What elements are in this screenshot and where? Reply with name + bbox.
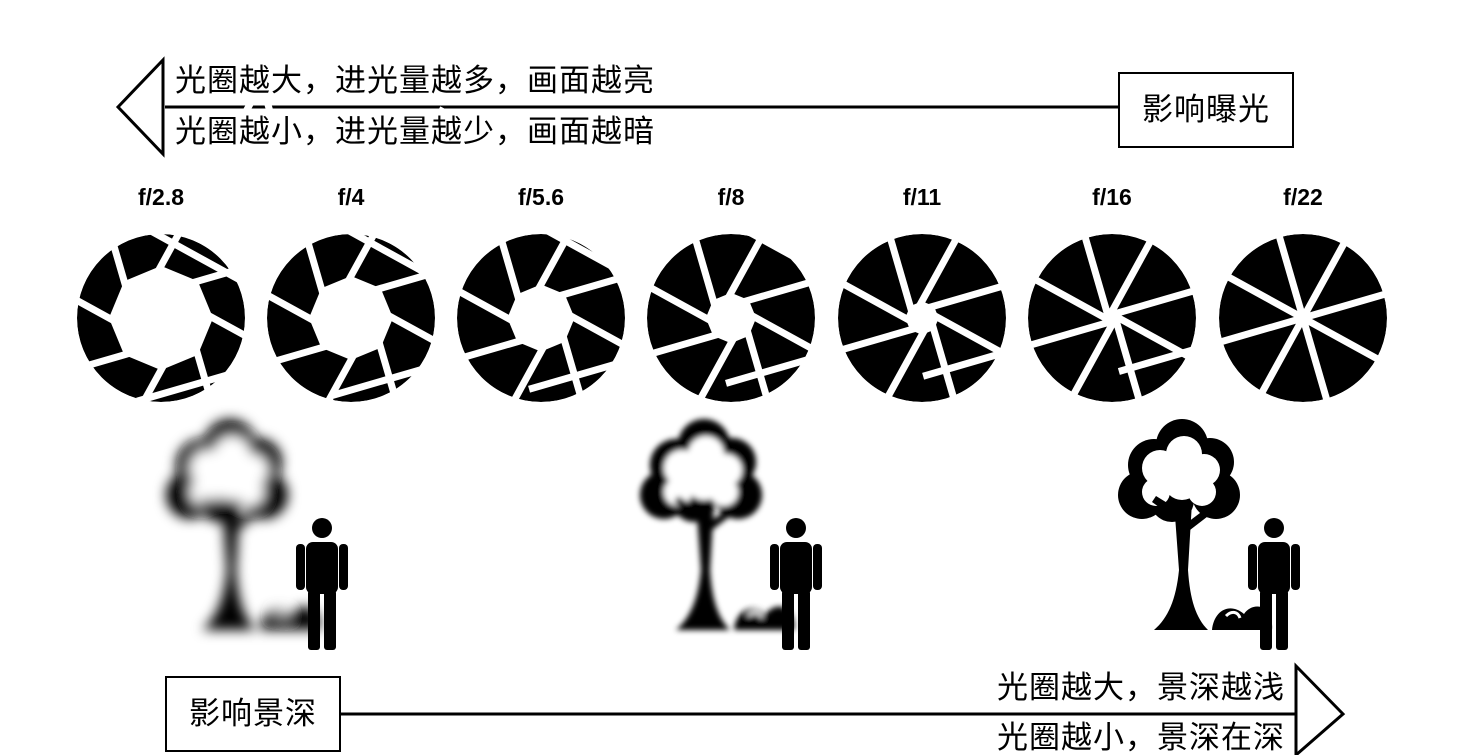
blade-gap	[536, 222, 712, 324]
blade-gap	[337, 222, 514, 324]
scenes	[166, 419, 1300, 650]
blade-gap	[460, 109, 522, 300]
tree-icon	[640, 419, 795, 630]
blade-gap	[0, 350, 130, 395]
f-stop-label: f/5.6	[517, 184, 565, 210]
blade-gap	[67, 96, 129, 287]
f-stop-label: f/22	[1283, 184, 1323, 210]
blade-gap	[725, 325, 916, 387]
blade-gap	[744, 330, 806, 521]
f-stop-label: f/2.8	[137, 184, 185, 210]
tree-icon	[1118, 419, 1273, 630]
exposure-line-wide: 光圈越大，进光量越多，画面越亮	[175, 63, 655, 99]
blade-gap	[445, 345, 547, 522]
blade-gap	[929, 324, 991, 515]
aperture-icons	[0, 96, 1475, 540]
blade-gap	[560, 336, 622, 527]
f-stop-label: f/16	[1092, 184, 1132, 210]
blade-gap	[376, 342, 438, 533]
depth-line-narrow: 光圈越小，景深在深	[997, 720, 1285, 756]
depth-arrow	[340, 662, 1346, 755]
exposure-arrow	[115, 56, 1118, 158]
blade-gap	[916, 131, 1018, 307]
exposure-title-box: 影响曝光	[1118, 72, 1294, 148]
depth-title: 影响景深	[189, 696, 317, 732]
f-stop-label: f/8	[717, 184, 745, 210]
person-icon	[1248, 518, 1300, 650]
blade-gap	[826, 329, 928, 505]
aperture-icon	[332, 109, 750, 527]
f-stop-label: f/4	[337, 184, 365, 210]
blade-gap	[735, 222, 911, 324]
tree-icon	[166, 419, 321, 630]
blade-gap	[1297, 148, 1399, 324]
blade-gap	[136, 343, 327, 405]
blade-gap	[1117, 313, 1309, 375]
scene-sharp-background	[1118, 419, 1300, 650]
exposure-title: 影响曝光	[1142, 92, 1270, 128]
blade-gap	[1246, 132, 1308, 324]
depth-line-wide: 光圈越大，景深越浅	[997, 670, 1285, 706]
scene-slightly-blurred-background	[640, 419, 822, 650]
blade-gap	[725, 123, 827, 299]
f-stop-label: f/11	[902, 184, 942, 210]
aperture-icon	[1117, 132, 1475, 504]
exposure-line-narrow: 光圈越小，进光量越少，画面越暗	[175, 114, 655, 150]
blade-gap	[922, 318, 1113, 380]
blade-gap	[1133, 222, 1309, 324]
blade-gap	[1106, 141, 1208, 317]
person-icon	[770, 518, 822, 650]
blade-gap	[935, 222, 1111, 324]
person-icon	[296, 518, 348, 650]
blade-gap	[1297, 312, 1473, 414]
blade-gap	[535, 114, 637, 291]
blade-gap	[332, 337, 523, 399]
blade-gap	[1298, 312, 1360, 504]
blade-gap	[853, 121, 915, 312]
blade-gap	[1297, 264, 1475, 323]
scene-blurry-background	[166, 419, 348, 650]
blade-gap	[264, 103, 326, 294]
blade-gap	[528, 331, 719, 393]
blade-gap	[139, 222, 315, 324]
blade-gap	[1016, 319, 1118, 495]
blade-gap	[1050, 128, 1112, 319]
blade-gap	[345, 106, 447, 282]
depth-title-box: 影响景深	[165, 676, 341, 752]
blade-gap	[656, 115, 718, 306]
blade-gap	[0, 254, 115, 324]
